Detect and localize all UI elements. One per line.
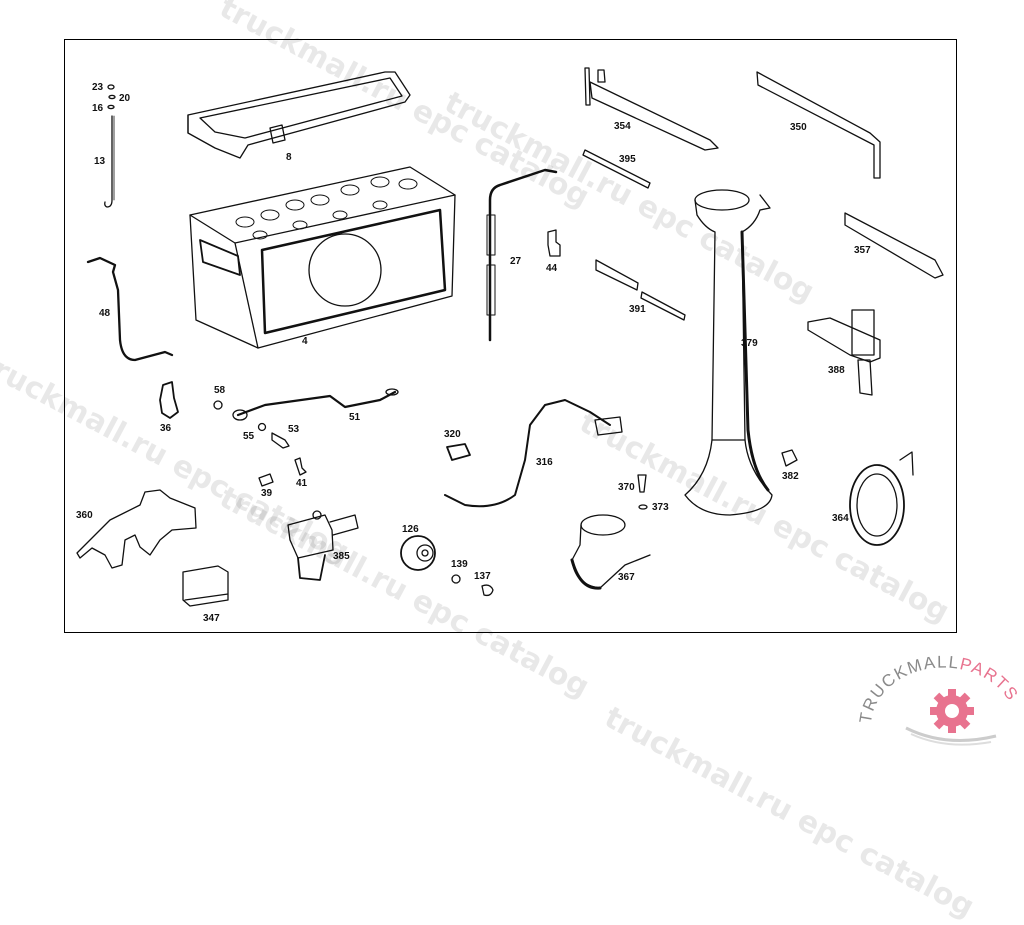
part-label-126[interactable]: 126: [402, 524, 419, 535]
part-bracket-350-drawing: [756, 71, 881, 179]
part-label-357[interactable]: 357: [854, 245, 871, 256]
part-horn-367-drawing: [570, 514, 651, 590]
part-gear-126-drawing: [400, 535, 436, 571]
part-strap-395-drawing: [582, 149, 651, 189]
part-label-27[interactable]: 27: [510, 256, 522, 267]
part-connector-320-drawing: [446, 443, 471, 461]
part-battery-drawing: [189, 166, 456, 349]
part-label-41[interactable]: 41: [296, 478, 308, 489]
part-label-316[interactable]: 316: [536, 457, 553, 468]
part-sleeve-39-drawing: [258, 473, 274, 487]
parts-diagram: [76, 67, 944, 607]
part-hook-rod-drawing: [104, 115, 113, 208]
part-cable-51-drawing: [236, 390, 397, 417]
part-label-4[interactable]: 4: [302, 336, 308, 347]
part-compressor-388-drawing: [807, 309, 881, 396]
part-clamp-382-drawing: [781, 449, 798, 467]
part-label-382[interactable]: 382: [782, 471, 799, 482]
part-label-44[interactable]: 44: [546, 263, 558, 274]
part-label-350[interactable]: 350: [790, 122, 807, 133]
part-label-385[interactable]: 385: [333, 551, 350, 562]
part-label-373[interactable]: 373: [652, 502, 669, 513]
part-label-16[interactable]: 16: [92, 103, 104, 114]
part-cable-27-drawing: [488, 168, 558, 342]
part-label-367[interactable]: 367: [618, 572, 635, 583]
part-label-58[interactable]: 58: [214, 385, 226, 396]
part-label-395[interactable]: 395: [619, 154, 636, 165]
part-bracket-357-drawing: [844, 212, 944, 279]
part-relay-347-drawing: [182, 565, 229, 607]
part-label-364[interactable]: 364: [832, 513, 849, 524]
part-label-55[interactable]: 55: [243, 431, 255, 442]
truckmall-parts-logo[interactable]: TRUCKMALLPARTS: [856, 648, 1024, 750]
part-label-36[interactable]: 36: [160, 423, 172, 434]
part-label-360[interactable]: 360: [76, 510, 93, 521]
part-label-20[interactable]: 20: [119, 93, 131, 104]
part-label-391[interactable]: 391: [629, 304, 646, 315]
part-label-354[interactable]: 354: [614, 121, 631, 132]
part-battery-frame-drawing: [187, 71, 411, 159]
part-washer-373-drawing: [638, 504, 648, 510]
part-label-8[interactable]: 8: [286, 152, 292, 163]
part-small-nuts-drawing: [107, 84, 116, 110]
part-bracket-354-drawing: [584, 67, 719, 151]
part-label-379[interactable]: 379: [741, 338, 758, 349]
part-nut-139-drawing: [451, 574, 461, 584]
part-label-13[interactable]: 13: [94, 156, 106, 167]
part-valve-385-drawing: [287, 510, 359, 581]
part-air-horn-379-drawing: [684, 189, 773, 516]
part-horn-364-drawing: [849, 451, 914, 546]
part-bolt-370-drawing: [637, 474, 647, 493]
part-strap-391-drawing: [595, 259, 686, 321]
part-label-320[interactable]: 320: [444, 429, 461, 440]
part-washer-58-drawing: [213, 400, 223, 410]
part-label-23[interactable]: 23: [92, 82, 104, 93]
part-washer-55-drawing: [257, 422, 267, 432]
part-label-347[interactable]: 347: [203, 613, 220, 624]
part-clamp-41-drawing: [294, 457, 307, 476]
part-bolt-53-drawing: [271, 432, 290, 449]
part-label-39[interactable]: 39: [261, 488, 273, 499]
gear-icon: TRUCKMALLPARTS: [856, 653, 1021, 746]
part-label-388[interactable]: 388: [828, 365, 845, 376]
part-terminal-cover-drawing: [159, 381, 179, 419]
part-label-137[interactable]: 137: [474, 571, 491, 582]
part-clip-44-drawing: [547, 229, 561, 257]
part-cable-48-drawing: [86, 256, 174, 362]
part-bracket-360-drawing: [76, 489, 197, 569]
part-label-53[interactable]: 53: [288, 424, 300, 435]
part-label-48[interactable]: 48: [99, 308, 111, 319]
part-cap-137-drawing: [481, 584, 494, 597]
part-label-139[interactable]: 139: [451, 559, 468, 570]
part-label-370[interactable]: 370: [618, 482, 635, 493]
diagram-frame: [64, 39, 957, 633]
part-label-51[interactable]: 51: [349, 412, 361, 423]
part-harness-316-drawing: [444, 399, 611, 508]
